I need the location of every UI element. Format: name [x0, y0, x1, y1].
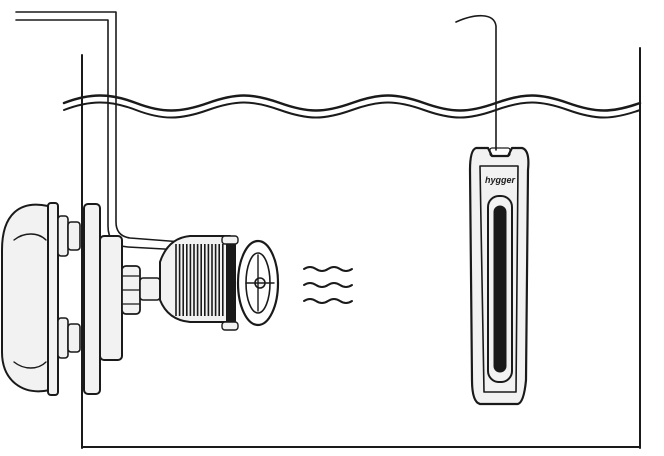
- magnetic-mount: [1, 202, 81, 396]
- water-surface: [62, 94, 642, 119]
- aquarium-tank: [81, 47, 641, 449]
- heater-brand-label: hygger: [485, 175, 516, 185]
- pump-cage-ribs: [175, 244, 224, 316]
- wave-pump: [83, 203, 280, 395]
- water-flow: [303, 266, 353, 304]
- heater-cable: [455, 14, 497, 151]
- heater: hygger: [468, 146, 530, 406]
